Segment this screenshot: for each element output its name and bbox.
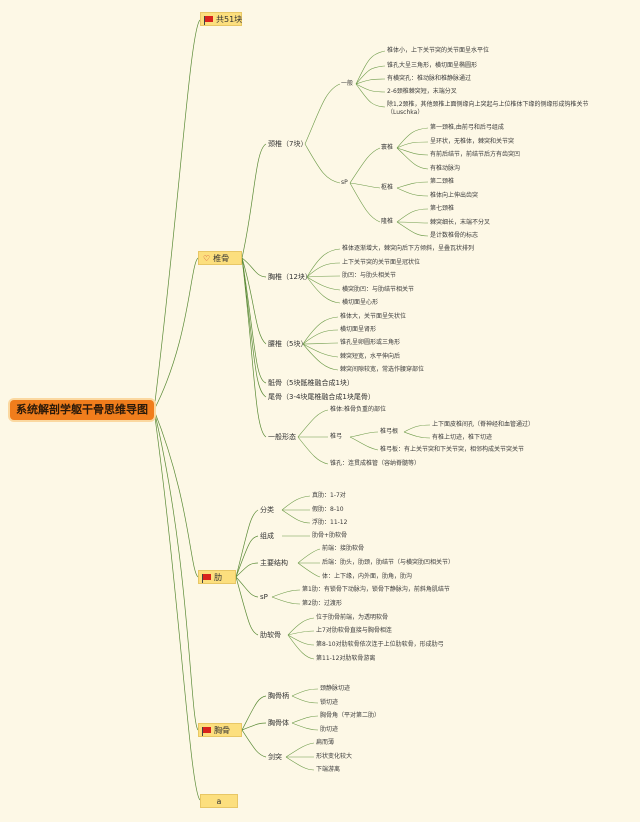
- pedicle-item: 有椎上切迹，椎下切迹: [432, 434, 493, 441]
- vertebral-body-node: 椎体:椎骨负重的部位: [330, 406, 387, 413]
- xiphoid-item: 形状变化较大: [316, 753, 353, 760]
- rib-special-title[interactable]: sP: [260, 593, 268, 601]
- lumbar-title[interactable]: 腰椎（5块）: [268, 340, 308, 348]
- thoracic-title[interactable]: 胸椎（12块）: [268, 273, 312, 281]
- rib-structure-item: 后端：肋头，肋颈，肋结节（与横突肋凹相关节）: [322, 559, 455, 566]
- xiphoid-title[interactable]: 剑突: [268, 753, 282, 761]
- costal-cartilage-item: 第8-10对肋软骨依次连于上位肋软骨，形成肋弓: [316, 641, 444, 648]
- rib-special-item: 第1肋：有锁骨下动脉沟，锁骨下静脉沟，前斜角肌结节: [302, 586, 450, 593]
- pedicle-title[interactable]: 椎弓根: [380, 428, 399, 435]
- rib-structure-item: 体：上下缘，内外面，肋角，肋沟: [322, 573, 413, 580]
- rib-structure-item: 前端：接肋软骨: [322, 545, 365, 552]
- prominens-item: 棘突细长，末端不分叉: [430, 219, 491, 226]
- costal-cartilage-item: 位于肋骨前端，为透明软骨: [316, 614, 389, 621]
- costal-cartilage-title[interactable]: 肋软骨: [260, 631, 281, 639]
- cervical-general-item: 有横突孔：椎动脉和椎静脉通过: [387, 75, 472, 82]
- thoracic-item: 上下关节突的关节面呈冠状位: [342, 259, 421, 266]
- atlas-item: 有椎动脉沟: [430, 165, 461, 172]
- cervical-general-item: （Luschka）: [387, 109, 424, 116]
- lumbar-item: 棘突短宽，水平伸向后: [340, 353, 401, 360]
- prominens-item: 是计数椎骨的标志: [430, 232, 479, 239]
- node-total[interactable]: 共51块: [200, 12, 242, 26]
- xiphoid-item: 下端游离: [316, 766, 341, 773]
- costal-cartilage-item: 第11-12对肋软骨游离: [316, 655, 376, 662]
- manubrium-item: 颈静脉切迹: [320, 685, 351, 692]
- rib-structure-title[interactable]: 主要结构: [260, 559, 288, 567]
- flag-icon: [204, 16, 213, 25]
- flag-icon: [202, 727, 211, 736]
- axis-item: 椎体向上伸出齿突: [430, 192, 479, 199]
- costal-cartilage-item: 上7对肋软骨直接与胸骨相连: [316, 627, 392, 634]
- coccyx-node[interactable]: 尾骨（3-4块尾椎融合成1块尾骨）: [268, 393, 375, 401]
- manubrium-title[interactable]: 胸骨柄: [268, 692, 289, 700]
- node-ribs-label: 肋: [214, 573, 222, 582]
- root-node[interactable]: 系统解剖学躯干骨思维导图: [10, 400, 154, 420]
- pedicle-item: 上下面皮椎间孔（脊神经和血管通过）: [432, 421, 535, 428]
- rib-composition-title[interactable]: 组成: [260, 532, 274, 540]
- node-sternum[interactable]: 胸骨: [198, 723, 242, 737]
- node-ribs[interactable]: 肋: [198, 570, 236, 584]
- rib-classification-title[interactable]: 分类: [260, 506, 274, 514]
- atlas-item: 呈环状，无椎体，棘突和关节突: [430, 138, 515, 145]
- node-total-label: 共51块: [216, 15, 243, 24]
- lumbar-item: 棘突间隙较宽，常选作腰穿部位: [340, 366, 425, 373]
- cervical-general-item: 锥孔大呈三角形，横切面呈椭圆形: [387, 62, 478, 69]
- thoracic-item: 椎体逐渐增大，棘突向后下方倾斜，呈叠瓦状排列: [342, 245, 475, 252]
- axis-item: 第二颈椎: [430, 178, 455, 185]
- thoracic-item: 肋凹：与肋头相关节: [342, 272, 397, 279]
- lumbar-item: 椎体大，关节面呈矢状位: [340, 313, 407, 320]
- axis-title[interactable]: 枢椎: [381, 184, 394, 191]
- node-extra-label: a: [216, 797, 222, 806]
- cervical-general-item: 除1,2颈椎，其他颈椎上面侧缘向上突起与上位椎体下缘的侧缘形成钩椎关节: [387, 101, 589, 108]
- lumbar-item: 锥孔呈卵圆形或三角形: [340, 339, 401, 346]
- atlas-item: 有前后结节，前结节后方有齿突凹: [430, 151, 521, 158]
- rib-classification-item: 假肋：8-10: [312, 506, 344, 513]
- general-form-title[interactable]: 一般形态: [268, 433, 296, 441]
- thoracic-item: 横切面呈心形: [342, 299, 379, 306]
- atlas-title[interactable]: 寰椎: [381, 144, 394, 151]
- heart-icon: ♡: [203, 254, 211, 263]
- atlas-item: 第一颈椎,由前弓和后弓组成: [430, 124, 504, 131]
- cervical-special-title[interactable]: sP: [341, 179, 348, 186]
- sternum-body-title[interactable]: 胸骨体: [268, 719, 289, 727]
- manubrium-item: 锁切迹: [320, 699, 339, 706]
- prominens-item: 第七颈椎: [430, 205, 455, 212]
- vertebral-foramen-node: 锥孔：连贯成椎管（容纳脊髓等）: [330, 460, 421, 467]
- flag-icon: [202, 574, 211, 583]
- sternum-body-item: 肋切迹: [320, 726, 339, 733]
- xiphoid-item: 扁而薄: [316, 739, 335, 746]
- sternum-body-item: 胸骨角（平对第二肋）: [320, 712, 381, 719]
- thoracic-item: 横突肋凹：与肋结节相关节: [342, 286, 415, 293]
- vertebral-arch-title[interactable]: 椎弓: [330, 433, 343, 440]
- node-vertebrae[interactable]: ♡椎骨: [198, 251, 242, 265]
- rib-classification-item: 浮肋：11-12: [312, 519, 348, 526]
- lumbar-item: 横切面呈肾形: [340, 326, 377, 333]
- node-sternum-label: 胸骨: [214, 726, 230, 735]
- cervical-title[interactable]: 颈椎（7块）: [268, 140, 308, 148]
- rib-classification-item: 真肋：1-7对: [312, 492, 346, 499]
- node-vertebrae-label: 椎骨: [213, 254, 230, 263]
- cervical-general-item: 椎体小，上下关节突的关节面呈水平位: [387, 47, 490, 54]
- rib-special-item: 第2肋：过渡形: [302, 600, 342, 607]
- lamina-node: 椎弓板：有上关节突和下关节突，相邻构成关节突关节: [380, 446, 525, 453]
- cervical-general-item: 2-6颈椎棘突短，末端分叉: [387, 88, 457, 95]
- sacrum-node[interactable]: 骶骨（5块骶椎融合成1块）: [268, 379, 354, 387]
- node-extra[interactable]: a: [200, 794, 238, 808]
- prominens-title[interactable]: 隆椎: [381, 218, 394, 225]
- cervical-general-title[interactable]: 一般: [341, 80, 354, 87]
- rib-composition-value: 肋骨+肋软骨: [312, 532, 348, 539]
